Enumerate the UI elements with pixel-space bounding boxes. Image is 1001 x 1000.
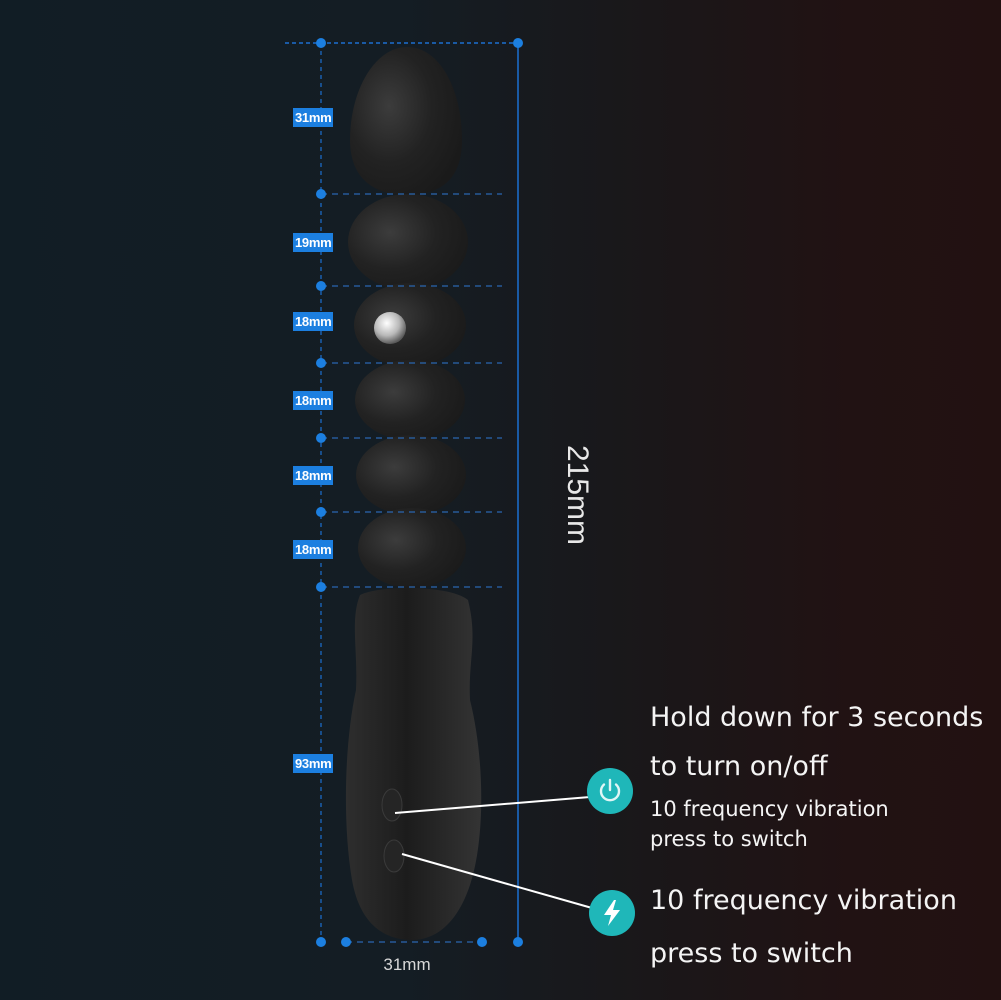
bead [355, 360, 465, 440]
bead [358, 508, 466, 588]
total-length-label: 215mm [561, 444, 594, 546]
bead [348, 194, 468, 290]
segment-label: 18mm [293, 312, 334, 331]
power-icon-badge [587, 768, 633, 814]
lightning-icon-badge [589, 890, 635, 936]
bead [354, 283, 466, 367]
tip-bead [350, 47, 462, 195]
lightning-icon [604, 900, 620, 926]
segment-label: 18mm [293, 466, 334, 485]
mode-line2: press to switch [650, 938, 853, 969]
handle [345, 588, 482, 940]
power-button [381, 788, 403, 822]
segment-label: 19mm [293, 233, 334, 252]
width-label: 31mm [383, 955, 431, 974]
segment-label: 31mm [293, 108, 334, 127]
segment-label: 93mm [293, 754, 334, 773]
mode-line1: 10 frequency vibration [650, 885, 957, 916]
power-sub-line1: 10 frequency vibration [650, 797, 889, 821]
metal-ball [374, 312, 406, 344]
power-title-line2: to turn on/off [650, 751, 828, 782]
power-title-line1: Hold down for 3 seconds [650, 702, 984, 733]
power-sub-line2: press to switch [650, 827, 808, 851]
bead [356, 435, 466, 515]
segment-label: 18mm [293, 391, 334, 410]
segment-label: 18mm [293, 540, 334, 559]
power-icon [599, 778, 621, 802]
mode-button [383, 839, 405, 873]
